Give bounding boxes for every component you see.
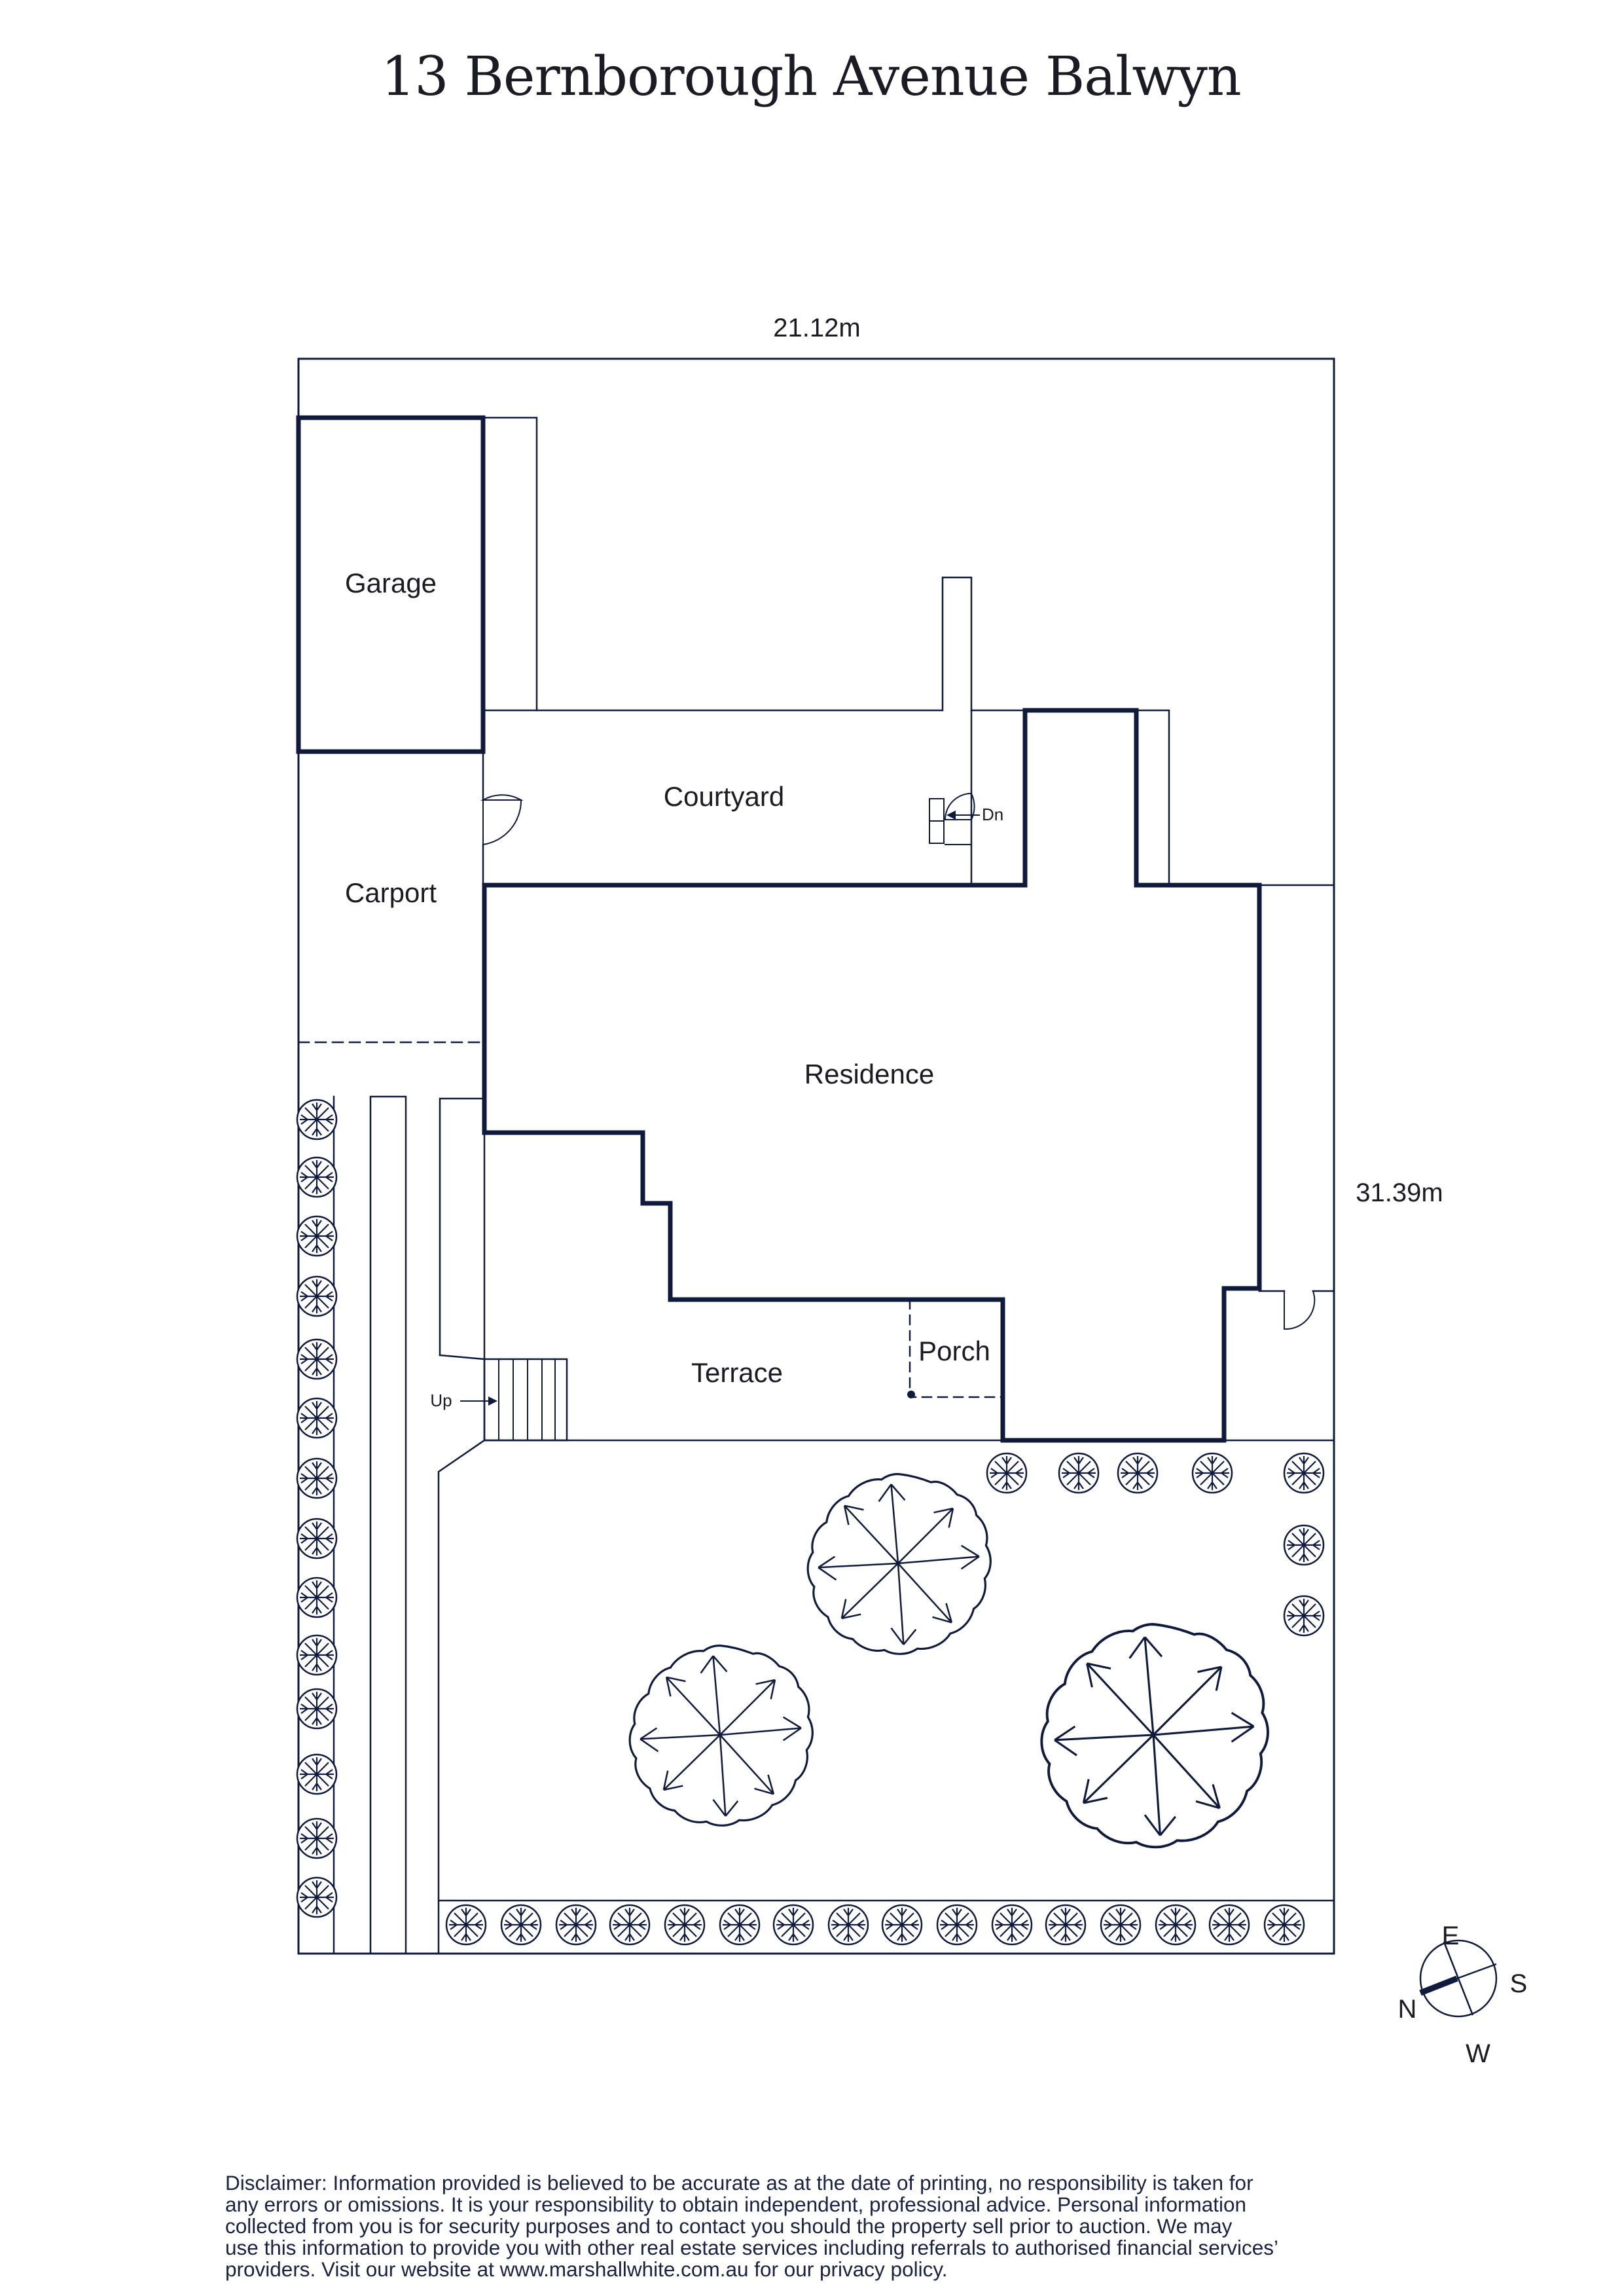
room-label-porch: Porch [918, 1336, 990, 1366]
page-title: 13 Bernborough Avenue Balwyn [381, 46, 1241, 108]
compass-east: E [1442, 1922, 1460, 1950]
site-boundary [297, 357, 1335, 1955]
room-label-carport: Carport [345, 877, 437, 908]
compass-south: S [1510, 1969, 1528, 1998]
stairs-up [483, 1358, 568, 1442]
room-label-terrace: Terrace [691, 1357, 783, 1388]
width-dimension: 21.12m [773, 314, 860, 342]
shrub-row-rear [986, 1452, 1325, 1637]
courtyard-north-wall [482, 576, 973, 886]
shrub-row-south [445, 1904, 1305, 1946]
depth-dimension: 31.39m [1356, 1178, 1443, 1207]
side-door-swing [1284, 1290, 1316, 1330]
compass [1419, 1939, 1498, 2018]
room-label-garage: Garage [345, 568, 437, 598]
driveway-strip [369, 1095, 407, 1955]
trees [628, 1472, 1269, 1849]
garage-outline [296, 415, 486, 754]
disclaimer-text: Disclaimer: Information provided is beli… [225, 2171, 1279, 2282]
shrub-row-west [296, 1099, 338, 1918]
room-label-courtyard: Courtyard [664, 781, 784, 812]
side-fence [1135, 709, 1170, 886]
compass-west: W [1466, 2039, 1490, 2068]
room-label-residence: Residence [804, 1059, 934, 1089]
compass-north: N [1398, 1995, 1417, 2024]
stair-up-label: Up [430, 1391, 452, 1410]
garage-side-wall [482, 416, 538, 712]
stair-down-label: Dn [982, 805, 1003, 824]
